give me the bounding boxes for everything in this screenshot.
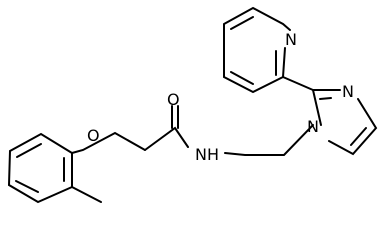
chemical-structure-diagram: N N N O NH O	[7, 6, 378, 204]
imidazole-ring-bonds	[312, 89, 378, 156]
pyridine-imidazole-bond	[282, 76, 314, 91]
amide-bonds	[144, 126, 189, 151]
ether-bonds	[71, 131, 146, 154]
bond-lines	[7, 6, 378, 204]
carbonyl-oxygen-label: O	[167, 90, 180, 109]
pyridine-ring-bonds	[223, 6, 291, 94]
ethyl-linker-bonds	[224, 124, 314, 156]
carbonyl-double-bond	[171, 105, 179, 129]
ether-oxygen-label: O	[87, 126, 100, 145]
atom-labels: N N N O NH O	[87, 30, 354, 164]
imidazole-double-bonds	[319, 97, 367, 146]
pyridine-double-bonds	[230, 16, 277, 85]
methyl-bond	[71, 186, 102, 203]
pyridine-nitrogen-label: N	[285, 30, 297, 49]
amide-nh-label: NH	[195, 145, 219, 164]
imidazole-n1-label: N	[307, 117, 319, 136]
benzene-double-bonds	[15, 143, 65, 193]
imidazole-n3-label: N	[342, 82, 354, 101]
